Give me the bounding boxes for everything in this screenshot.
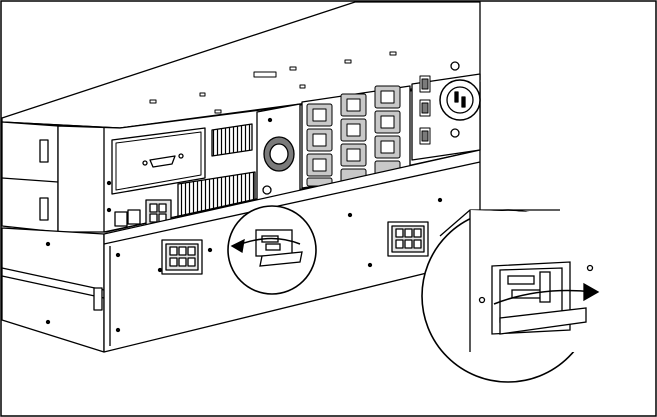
outlet-icon [307,129,332,151]
outlet-icon [341,144,366,166]
battery-connector-left [162,240,202,274]
outlet-icon [375,111,400,133]
vent-upper [212,124,252,156]
circuit-breakers [420,76,430,144]
outlet-icon [375,86,400,108]
outlet-icon [307,104,332,126]
battery-connector-right [388,222,428,256]
outlet-icon [307,154,332,176]
outlet-icon [341,94,366,116]
outlet-icon [341,119,366,141]
connector-cover-callout-small [228,206,316,294]
outlet-icon [375,136,400,158]
upper-left-face [2,122,58,232]
